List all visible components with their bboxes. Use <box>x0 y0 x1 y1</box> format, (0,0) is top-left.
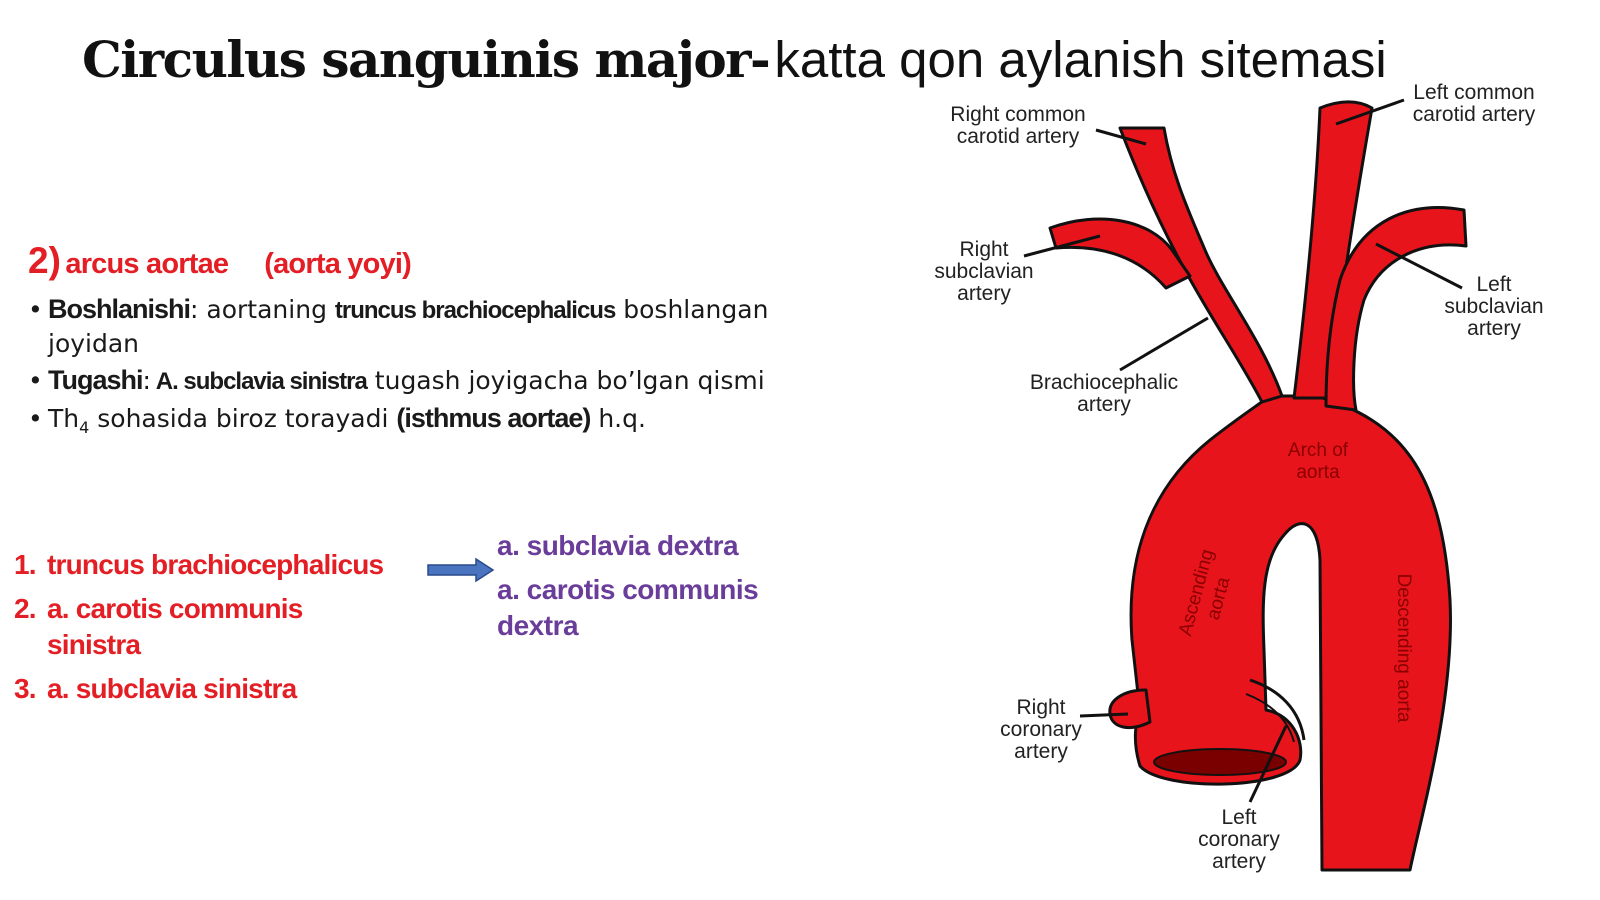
branch-item: 2. a. carotis communis sinistra <box>14 591 383 663</box>
label-left-subclavian-3: artery <box>1467 317 1521 340</box>
bullet-isthmus-bold: (isthmus aortae) <box>396 403 591 433</box>
heading-number: 2) <box>28 240 61 281</box>
bullet-dot: • <box>28 404 43 433</box>
bullet-isthmus: • Th4 sohasida biroz torayadi (isthmus a… <box>28 402 788 444</box>
bullet-end-colon: : <box>142 366 151 395</box>
label-right-coronary-2: coronary <box>1000 718 1082 741</box>
bullet-end-label: Tugashi <box>48 365 144 395</box>
sub-branch-text: a. carotis communis <box>497 574 759 605</box>
bullet-isthmus-text3: h.q. <box>590 404 646 433</box>
heading-uzbek: (aorta yoyi) <box>264 248 412 280</box>
label-left-common-carotid: Left common <box>1413 81 1534 104</box>
diagram-labels: Right common carotid artery Left common … <box>934 81 1543 873</box>
branch-text: a. subclavia sinistra <box>47 673 297 704</box>
bullet-start: • Boshlanishi: aortaning truncus brachio… <box>28 293 788 360</box>
bullet-end-bold: A. subclavia sinistra <box>150 368 368 395</box>
bullet-start-colon: : <box>190 295 199 324</box>
section-heading: 2) arcus aortae (aorta yoyi) <box>28 240 412 282</box>
title-latin: Circulus sanguinis major- <box>82 30 771 89</box>
bullet-start-text1: aortaning <box>198 295 335 324</box>
brachiocephalic-trunk <box>1118 126 1284 404</box>
branch-number: 2. <box>14 593 37 624</box>
label-right-common-carotid-2: carotid artery <box>957 125 1080 148</box>
label-arch: Arch of <box>1288 440 1349 461</box>
branch-number: 1. <box>14 549 37 580</box>
label-brachiocephalic-2: artery <box>1077 393 1131 416</box>
label-left-subclavian-2: subclavian <box>1444 295 1543 318</box>
bullet-start-text2: boshlangan joyidan <box>48 295 769 358</box>
sub-branch-text-line2: dextra <box>497 610 579 641</box>
left-subclavian <box>1324 206 1468 412</box>
sub-branch-item: a. carotis communis dextra <box>497 572 759 644</box>
aortic-arch-diagram: Right common carotid artery Left common … <box>934 81 1543 873</box>
slide-title: Circulus sanguinis major- katta qon ayla… <box>82 30 1387 89</box>
right-subclavian <box>1048 217 1192 290</box>
branch-text: a. carotis communis <box>47 593 303 624</box>
label-right-coronary: Right <box>1016 696 1065 719</box>
bullet-end-text: tugash joyigacha bo’lgan qismi <box>366 366 765 395</box>
bullet-isthmus-text1: Th <box>48 404 80 433</box>
title-uzbek: katta qon aylanish sitemasi <box>774 31 1387 88</box>
right-coronary-stub <box>1108 688 1152 730</box>
label-left-coronary-2: coronary <box>1198 828 1280 851</box>
right-arrow-icon <box>427 557 495 583</box>
bullet-start-bold: truncus brachiocephalicus <box>334 297 616 324</box>
left-coronary-stub-2 <box>1245 693 1295 743</box>
branch-text-line2: sinistra <box>47 629 141 660</box>
left-coronary-stub <box>1249 678 1306 741</box>
label-left-coronary: Left <box>1221 806 1256 829</box>
label-brachiocephalic: Brachiocephalic <box>1030 371 1178 394</box>
bullet-dot: • <box>28 366 43 395</box>
aortic-root-lumen <box>1153 748 1287 776</box>
sub-branch-list: a. subclavia dextra a. carotis communis … <box>497 528 759 652</box>
branch-text: truncus brachiocephalicus <box>47 549 384 580</box>
bullet-start-label: Boshlanishi <box>48 294 191 324</box>
label-arch-2: aorta <box>1296 462 1340 483</box>
branch-number: 3. <box>14 673 37 704</box>
heading-latin: arcus aortae <box>65 248 229 280</box>
bullet-isthmus-sub: 4 <box>79 418 90 437</box>
label-left-coronary-3: artery <box>1212 850 1266 873</box>
label-right-coronary-3: artery <box>1014 740 1068 763</box>
aorta-shape <box>1048 100 1468 872</box>
label-descending: Descending aorta <box>1393 574 1414 723</box>
bullet-isthmus-text2: sohasida biroz torayadi <box>89 404 397 433</box>
branch-item: 3. a. subclavia sinistra <box>14 671 383 707</box>
label-right-subclavian-3: artery <box>957 282 1011 305</box>
label-left-subclavian: Left <box>1476 273 1511 296</box>
bullet-list: • Boshlanishi: aortaning truncus brachio… <box>28 293 788 448</box>
leader-lines <box>1023 98 1463 803</box>
branch-item: 1. truncus brachiocephalicus <box>14 547 384 583</box>
label-right-subclavian-2: subclavian <box>934 260 1033 283</box>
branch-list: 1. truncus brachiocephalicus 2. a. carot… <box>14 547 384 715</box>
label-right-subclavian: Right <box>959 238 1008 261</box>
bullet-dot: • <box>28 295 43 324</box>
bullet-end: • Tugashi: A. subclavia sinistra tugash … <box>28 364 788 398</box>
label-right-common-carotid: Right common <box>950 103 1085 126</box>
sub-branch-item: a. subclavia dextra <box>497 530 739 561</box>
label-left-common-carotid-2: carotid artery <box>1413 103 1536 126</box>
